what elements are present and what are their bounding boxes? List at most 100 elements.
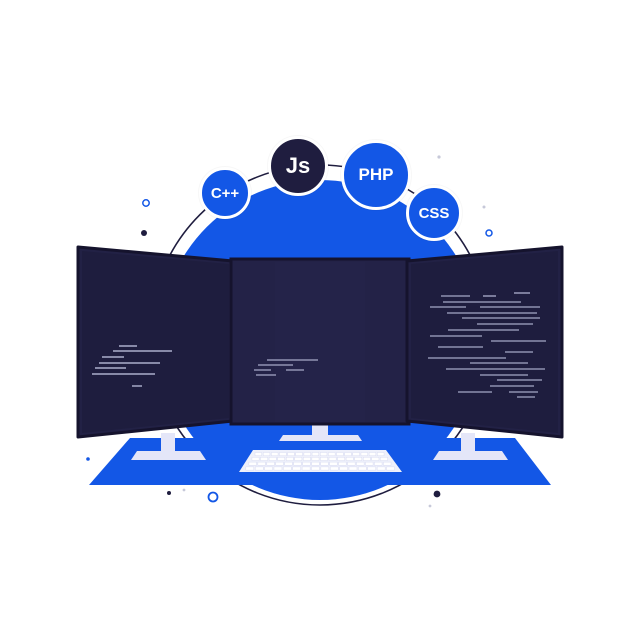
dot-icon (142, 199, 150, 207)
keyboard-key (386, 466, 395, 471)
monitor-icon (161, 433, 175, 451)
keyboard-key (294, 457, 303, 461)
keyboard-key (347, 461, 356, 466)
keyboard-key (311, 466, 320, 471)
keyboard-key (273, 466, 283, 471)
dot-icon (428, 504, 432, 508)
keyboard-key (320, 466, 330, 471)
monitor-icon (461, 433, 475, 451)
monitor-stands (131, 424, 508, 460)
keyboard-key (345, 457, 354, 461)
right-monitor (405, 245, 564, 439)
keyboard-icon (239, 450, 402, 472)
keyboard-key (371, 457, 380, 461)
code-lines-icon (254, 359, 318, 376)
badge-css: CSS (406, 185, 462, 241)
monitor-bezel-band (275, 262, 365, 422)
keyboard-key (328, 452, 336, 456)
keyboard-key (330, 466, 339, 471)
badge-label: PHP (358, 165, 394, 184)
keyboard-key (358, 466, 367, 471)
keyboard-key (339, 466, 348, 471)
keyboard-key (264, 466, 273, 471)
keyboard-key (284, 461, 293, 466)
keyboard-key (360, 452, 368, 456)
keyboard-key (248, 461, 257, 466)
monitor-screen-shade (82, 251, 229, 433)
keyboard-key (268, 457, 277, 461)
keyboard-key (245, 466, 255, 471)
dot-icon (86, 457, 90, 461)
keyboard-key (356, 461, 365, 466)
keyboard-key (262, 452, 271, 456)
dot-icon (437, 155, 441, 159)
dot-icon (433, 490, 441, 498)
keyboard-key (367, 466, 376, 471)
keyboard-key (293, 461, 302, 466)
keyboard-key (374, 461, 383, 466)
keyboard-key (376, 466, 386, 471)
keyboard-key (337, 457, 345, 461)
keyboard-key (303, 457, 311, 461)
keyboard-key (275, 461, 284, 466)
keyboard-key (302, 461, 311, 466)
keyboard-key (287, 452, 295, 456)
stand-base-left (131, 451, 206, 460)
keyboard-key (354, 457, 363, 461)
keyboard-key (320, 461, 329, 466)
dot-icon (482, 205, 486, 209)
code-lines-icon (428, 292, 546, 398)
keyboard-key (329, 461, 338, 466)
keyboard-key (257, 461, 266, 466)
keyboard-key (266, 461, 275, 466)
keyboard-key (295, 452, 303, 456)
keyboard-key (377, 452, 385, 456)
keyboard-keys (245, 452, 395, 471)
keyboard-key (383, 461, 392, 466)
keyboard-key (348, 466, 358, 471)
keyboard-key (277, 457, 285, 461)
keyboard-key (311, 452, 320, 456)
badge-cpp: C++ (199, 167, 251, 219)
left-monitor (76, 245, 235, 439)
keyboard-key (336, 452, 344, 456)
keyboard-key (311, 457, 320, 461)
dot-icon (167, 491, 171, 495)
badge-label: CSS (418, 204, 450, 222)
keyboard-key (311, 461, 320, 466)
keyboard-key (344, 452, 352, 456)
keyboard-key (285, 457, 294, 461)
keyboard-key (328, 457, 337, 461)
monitor-icon (312, 424, 328, 436)
keyboard-key (368, 452, 377, 456)
keyboard-key (320, 452, 328, 456)
keyboard-key (260, 457, 268, 461)
dot-icon (141, 230, 147, 236)
keyboard-key (254, 452, 262, 456)
monitor-screen-shade (411, 251, 558, 433)
keyboard-key (301, 466, 311, 471)
keyboard-key (303, 452, 311, 456)
keyboard-key (283, 466, 292, 471)
code-lines-icon (92, 345, 172, 387)
dot-icon (485, 229, 493, 237)
center-monitor (229, 257, 411, 426)
keyboard-key (338, 461, 347, 466)
keyboard-key (380, 457, 388, 461)
keyboard-key (352, 452, 360, 456)
keyboard-key (255, 466, 264, 471)
stand-base-right (433, 451, 508, 460)
keyboard-key (251, 457, 260, 461)
badge-label: Js (285, 153, 311, 178)
keyboard-key (292, 466, 301, 471)
dot-icon (207, 491, 219, 503)
keyboard-key (271, 452, 279, 456)
keyboard-key (320, 457, 328, 461)
keyboard-key (279, 452, 287, 456)
badge-php: PHP (341, 140, 411, 210)
badge-label: C++ (210, 184, 240, 202)
stand-base-center (279, 435, 362, 441)
keyboard-key (365, 461, 374, 466)
